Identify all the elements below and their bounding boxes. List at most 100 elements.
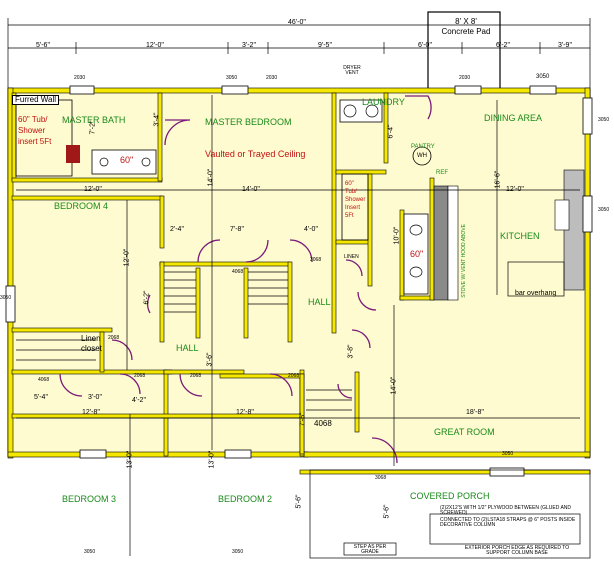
note-porch-edge: EXTERIOR PORCH EDGE AS REQUIRED TO SUPPO… <box>464 545 570 556</box>
dim-top-c: 3'-2" <box>242 42 256 49</box>
dim-top-b: 12'-0" <box>146 42 164 49</box>
room-linen-closet: Linen closet <box>81 334 102 353</box>
note-furred-wall: Furred Wall <box>12 95 60 105</box>
top-dimension-lines <box>7 18 591 95</box>
room-hall-right: HALL <box>308 297 331 307</box>
note-bar-overhang: bar overhang <box>515 290 557 297</box>
note-step: STEP AS PER GRADE <box>353 544 387 555</box>
room-pantry: PANTRY <box>411 144 435 150</box>
window-tag-3050f: 3050 <box>84 549 96 555</box>
dim-mb-height: 7'-2" <box>89 120 97 135</box>
dim-bed3-v: 13'-0" <box>126 450 134 469</box>
room-hall-left: HALL <box>176 343 199 353</box>
dim-hall-v: 6'-2" <box>143 290 151 305</box>
window-tag-3050d: 3050 <box>598 207 610 213</box>
interior-walls <box>7 87 591 475</box>
dim-linen-b: 3'-0" <box>88 394 102 401</box>
door-tag-4068a: 4068 <box>232 269 244 275</box>
room-dining: DINING AREA <box>484 113 543 123</box>
note-door-4068: 4068 <box>314 419 332 428</box>
door-tag-2068d: 2068 <box>288 373 300 379</box>
note-ref: REF <box>436 170 448 176</box>
note-linen-small: LINEN <box>344 254 359 260</box>
dim-kitchen-width: 12'-0" <box>506 186 524 193</box>
door-tag-3068a: 3068 <box>310 257 322 263</box>
note-concrete-pad: 8' X 8' Concrete Pad <box>441 17 491 36</box>
note-dryer-vent: DRYER VENT <box>343 65 361 76</box>
dim-closet-a: 2'-4" <box>170 226 184 233</box>
window-tag-3050c: 3050 <box>598 117 610 123</box>
dim-porch-v2: 5'-6" <box>383 504 391 519</box>
note-vaulted: Vaulted or Trayed Ceiling <box>205 149 306 159</box>
dim-porch-v: 5'-6" <box>295 494 303 509</box>
dim-bed4-width: 12'-0" <box>84 186 102 193</box>
porch <box>309 469 591 559</box>
note-tub-master: 60" Tub/ Shower insert 5Ft <box>18 115 52 146</box>
room-master-bath: MASTER BATH <box>62 115 126 125</box>
dim-kitchen-v: 16'-6" <box>494 170 502 189</box>
window-tag-3050a: 3050 <box>226 75 238 81</box>
dim-hall-width: 14'-0" <box>242 186 260 193</box>
door-tag-2068c: 2068 <box>190 373 202 379</box>
dim-closet-b: 7'-8" <box>230 226 244 233</box>
room-bedroom3: BEDROOM 3 <box>62 494 117 504</box>
dim-top-a: 5'-6" <box>36 42 50 49</box>
dim-top-d: 9'-5" <box>318 42 332 49</box>
door-tag-4068b: 4068 <box>38 377 50 383</box>
dim-top-f: 6'-2" <box>496 42 510 49</box>
dim-linen-c: 4'-2" <box>132 397 146 404</box>
room-master-bedroom: MASTER BEDROOM <box>205 117 292 127</box>
vertical-dimension-lines <box>16 95 580 556</box>
dim-bed3-width: 12'-8" <box>82 409 100 416</box>
dim-bed4-v: 12'-0" <box>123 248 131 267</box>
note-wh: WH <box>417 153 427 159</box>
window-tag-3050g: 3050 <box>232 549 244 555</box>
window-tag-2030c: 2030 <box>459 75 471 81</box>
window-tag-2030a: 2030 <box>74 75 86 81</box>
door-tag-3068b: 3068 <box>375 475 387 481</box>
windows <box>5 85 593 477</box>
dim-top-g: 3'-9" <box>558 42 572 49</box>
window-tag-3050e: 3050 <box>0 295 12 301</box>
dim-bed2-width: 12'-8" <box>236 409 254 416</box>
master-bath-fixtures <box>15 99 157 177</box>
note-porch-beam: (2)2X12'S WITH 1/2" PLYWOOD BETWEEN (GLU… <box>440 505 571 516</box>
window-tag-3050h: 3050 <box>502 451 514 457</box>
dim-great-room-v: 14'-0" <box>390 376 398 395</box>
bath2-fixtures <box>341 173 429 295</box>
dim-top-e: 6'-0" <box>418 42 432 49</box>
dim-closet-v: 7'-6" <box>299 412 307 427</box>
dim-closet-c: 4'-0" <box>304 226 318 233</box>
note-tub-bath2: 60" Tub/ Shower Insert 5Ft <box>345 181 366 219</box>
kitchen-counters <box>433 169 585 301</box>
note-porch-straps: CONNECTED TO (2)LSTA18 STRAPS @ 6" POSTS… <box>440 517 576 528</box>
door-tag-2068b: 2068 <box>134 373 146 379</box>
dim-kitchen-v2: 10'-0" <box>393 226 401 245</box>
room-great-room: GREAT ROOM <box>434 427 495 437</box>
room-laundry: LAUNDRY <box>362 97 405 107</box>
dim-linen-a: 5'-4" <box>34 394 48 401</box>
dim-hall-v2: 3'-6" <box>206 352 214 367</box>
room-bedroom4: BEDROOM 4 <box>54 201 109 211</box>
note-stove: STOVE W/ VENT HOOD ABOVE <box>461 224 467 298</box>
dim-laundry-v: 6'-4" <box>387 124 395 139</box>
dim-great-room-width: 18'-8" <box>466 409 484 416</box>
closet-shelves <box>16 271 352 411</box>
dim-overall: 46'-0" <box>288 19 306 26</box>
door-swings <box>59 95 432 464</box>
note-vanity-60-master: 60" <box>120 155 134 165</box>
note-vanity-60-bath2: 60" <box>410 249 424 259</box>
window-tag-3050b: 3050 <box>536 74 550 80</box>
room-kitchen: KITCHEN <box>500 231 540 241</box>
laundry-fixtures <box>339 99 432 166</box>
dim-mb-v: 3'-4" <box>153 112 161 127</box>
room-bedroom2: BEDROOM 2 <box>218 494 273 504</box>
dim-mbed-v: 14'-0" <box>207 168 215 187</box>
dim-bed2-v: 13'-0" <box>208 450 216 469</box>
door-tag-2068a: 2068 <box>108 335 120 341</box>
window-tag-2030b: 2030 <box>266 75 278 81</box>
room-covered-porch: COVERED PORCH <box>410 491 490 501</box>
exterior-walls <box>7 89 591 457</box>
dim-hall-v3: 3'-8" <box>347 344 355 359</box>
